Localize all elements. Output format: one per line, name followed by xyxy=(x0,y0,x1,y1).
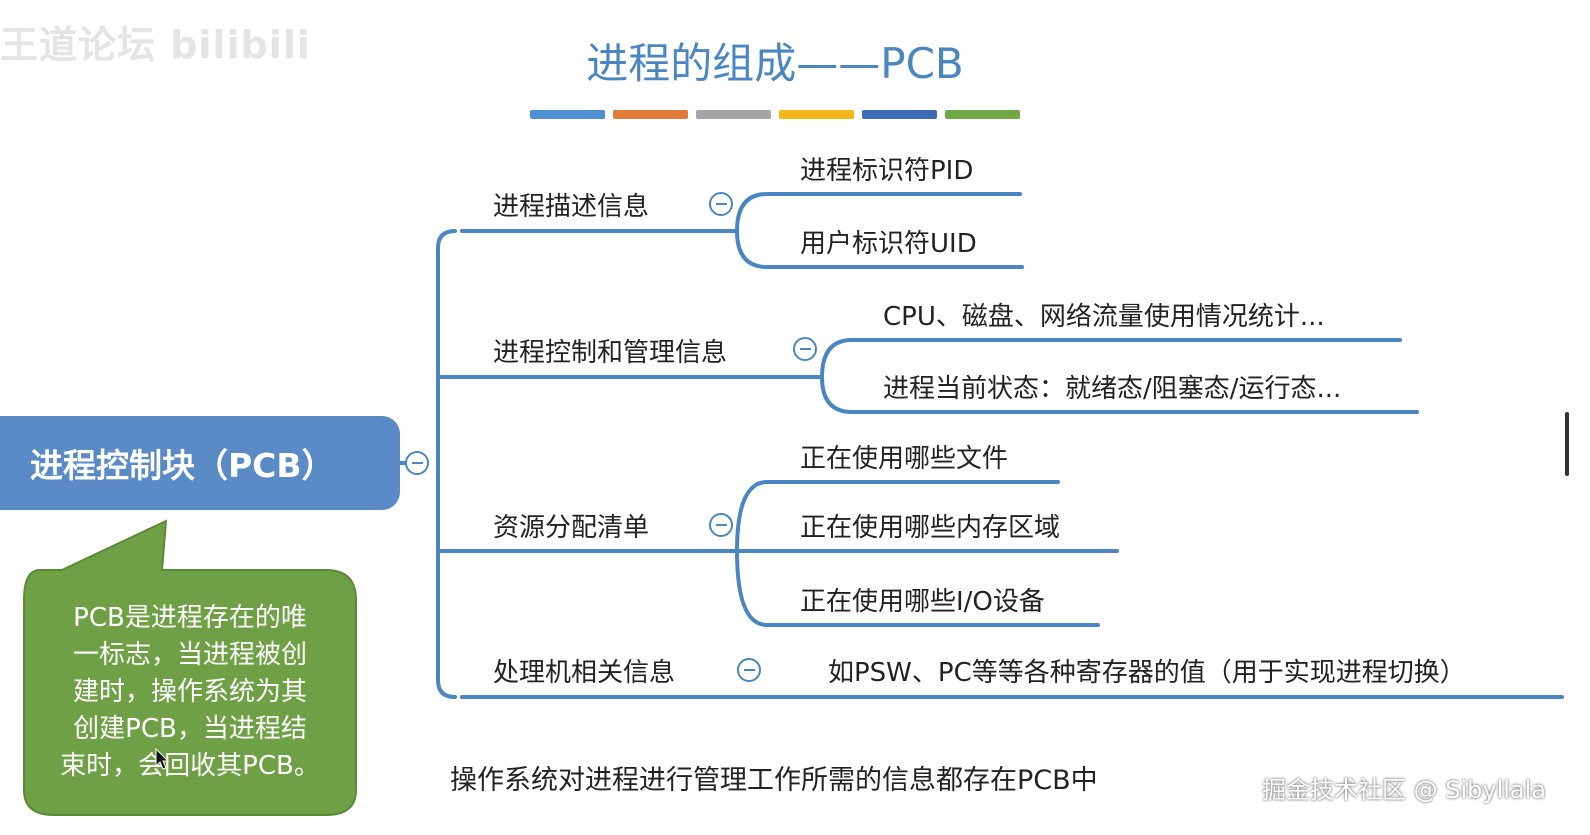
title-bar-segment xyxy=(779,110,854,119)
title-bar-segment xyxy=(696,110,771,119)
scrollbar-thumb[interactable] xyxy=(1565,412,1569,476)
title-bar-segment xyxy=(945,110,1020,119)
branch-collapse-icon[interactable] xyxy=(709,192,733,216)
callout-text: PCB是进程存在的唯 一标志，当进程被创 建时，操作系统为其 创建PCB，当进程… xyxy=(36,600,344,785)
branch-process-description[interactable]: 进程描述信息 xyxy=(493,192,650,222)
leaf-process-state[interactable]: 进程当前状态：就绪态/阻塞态/运行态... xyxy=(883,374,1342,404)
branch-resource-list[interactable]: 资源分配清单 xyxy=(493,513,650,543)
title-color-bar xyxy=(530,104,1028,123)
leaf-uid[interactable]: 用户标识符UID xyxy=(800,229,977,259)
title-bar-segment xyxy=(530,110,605,119)
leaf-usage-stats[interactable]: CPU、磁盘、网络流量使用情况统计... xyxy=(883,302,1325,332)
leaf-files[interactable]: 正在使用哪些文件 xyxy=(800,444,1009,474)
branch-processor-info[interactable]: 处理机相关信息 xyxy=(493,658,676,688)
leaf-connector xyxy=(698,192,769,269)
leaf-memory[interactable]: 正在使用哪些内存区域 xyxy=(800,513,1061,543)
callout-line: 创建PCB，当进程结 xyxy=(73,714,307,744)
callout-line: 建时，操作系统为其 xyxy=(72,677,307,707)
leaf-pid[interactable]: 进程标识符PID xyxy=(800,156,974,186)
credit-watermark: 掘金技术社区 @ Sibyllala xyxy=(1262,776,1547,804)
footnote: 操作系统对进程进行管理工作所需的信息都存在PCB中 xyxy=(450,765,1098,796)
leaf-io-devices[interactable]: 正在使用哪些I/O设备 xyxy=(800,587,1045,617)
title-bar-segment xyxy=(862,110,937,119)
watermark: 王道论坛 bilibili xyxy=(0,23,311,67)
callout-bubble-shape xyxy=(23,519,357,816)
root-node[interactable]: 进程控制块（PCB） xyxy=(0,416,400,510)
trunk-line xyxy=(436,229,464,699)
root-collapse-icon[interactable] xyxy=(405,451,429,475)
title-bar-segment xyxy=(613,110,688,119)
branch-collapse-icon[interactable] xyxy=(709,513,733,537)
branch-collapse-icon[interactable] xyxy=(793,337,817,361)
branch-collapse-icon[interactable] xyxy=(737,658,761,682)
leaf-registers[interactable]: 如PSW、PC等等各种寄存器的值（用于实现进程切换） xyxy=(828,658,1466,688)
cursor-icon xyxy=(155,748,169,770)
leaf-connector xyxy=(781,338,854,414)
callout-line: 束时，会回收其PCB。 xyxy=(60,751,320,781)
branch-process-control[interactable]: 进程控制和管理信息 xyxy=(493,338,728,368)
page-title: 进程的组成——PCB xyxy=(586,39,964,88)
leaf-connector xyxy=(698,480,769,627)
callout-line: 一标志，当进程被创 xyxy=(72,640,307,670)
callout-line: PCB是进程存在的唯 xyxy=(73,603,307,633)
